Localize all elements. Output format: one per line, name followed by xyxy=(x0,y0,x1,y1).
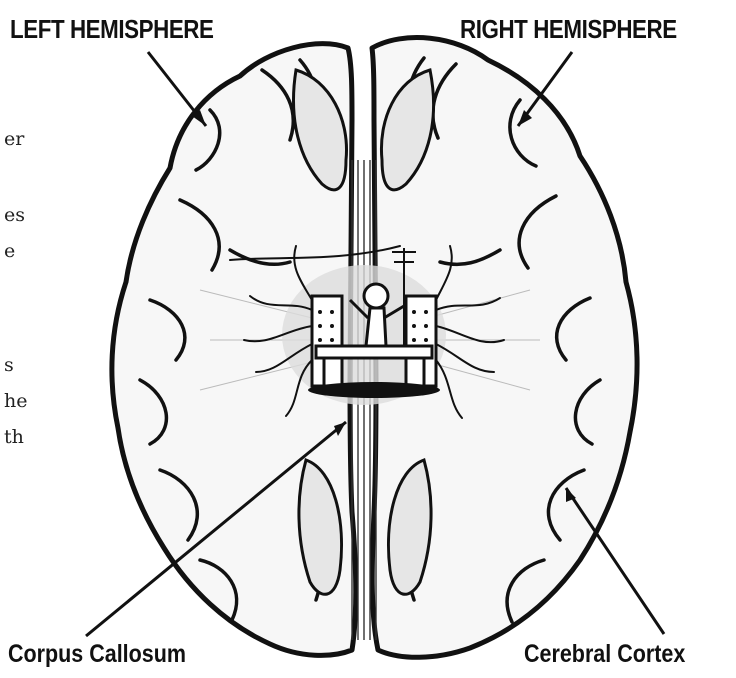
body-text-fragment: th xyxy=(4,426,24,448)
body-text-fragment: s xyxy=(4,354,14,376)
cerebral-cortex-label: Cerebral Cortex xyxy=(524,640,685,669)
left-hemisphere-label: LEFT HEMISPHERE xyxy=(10,14,214,45)
body-text-fragment: e xyxy=(4,240,15,262)
corpus-callosum-label: Corpus Callosum xyxy=(8,640,186,669)
body-text-fragment: he xyxy=(4,390,27,412)
right-hemisphere-label: RIGHT HEMISPHERE xyxy=(460,14,677,45)
body-text-fragment: er xyxy=(4,128,24,150)
body-text-fragment: es xyxy=(4,204,25,226)
